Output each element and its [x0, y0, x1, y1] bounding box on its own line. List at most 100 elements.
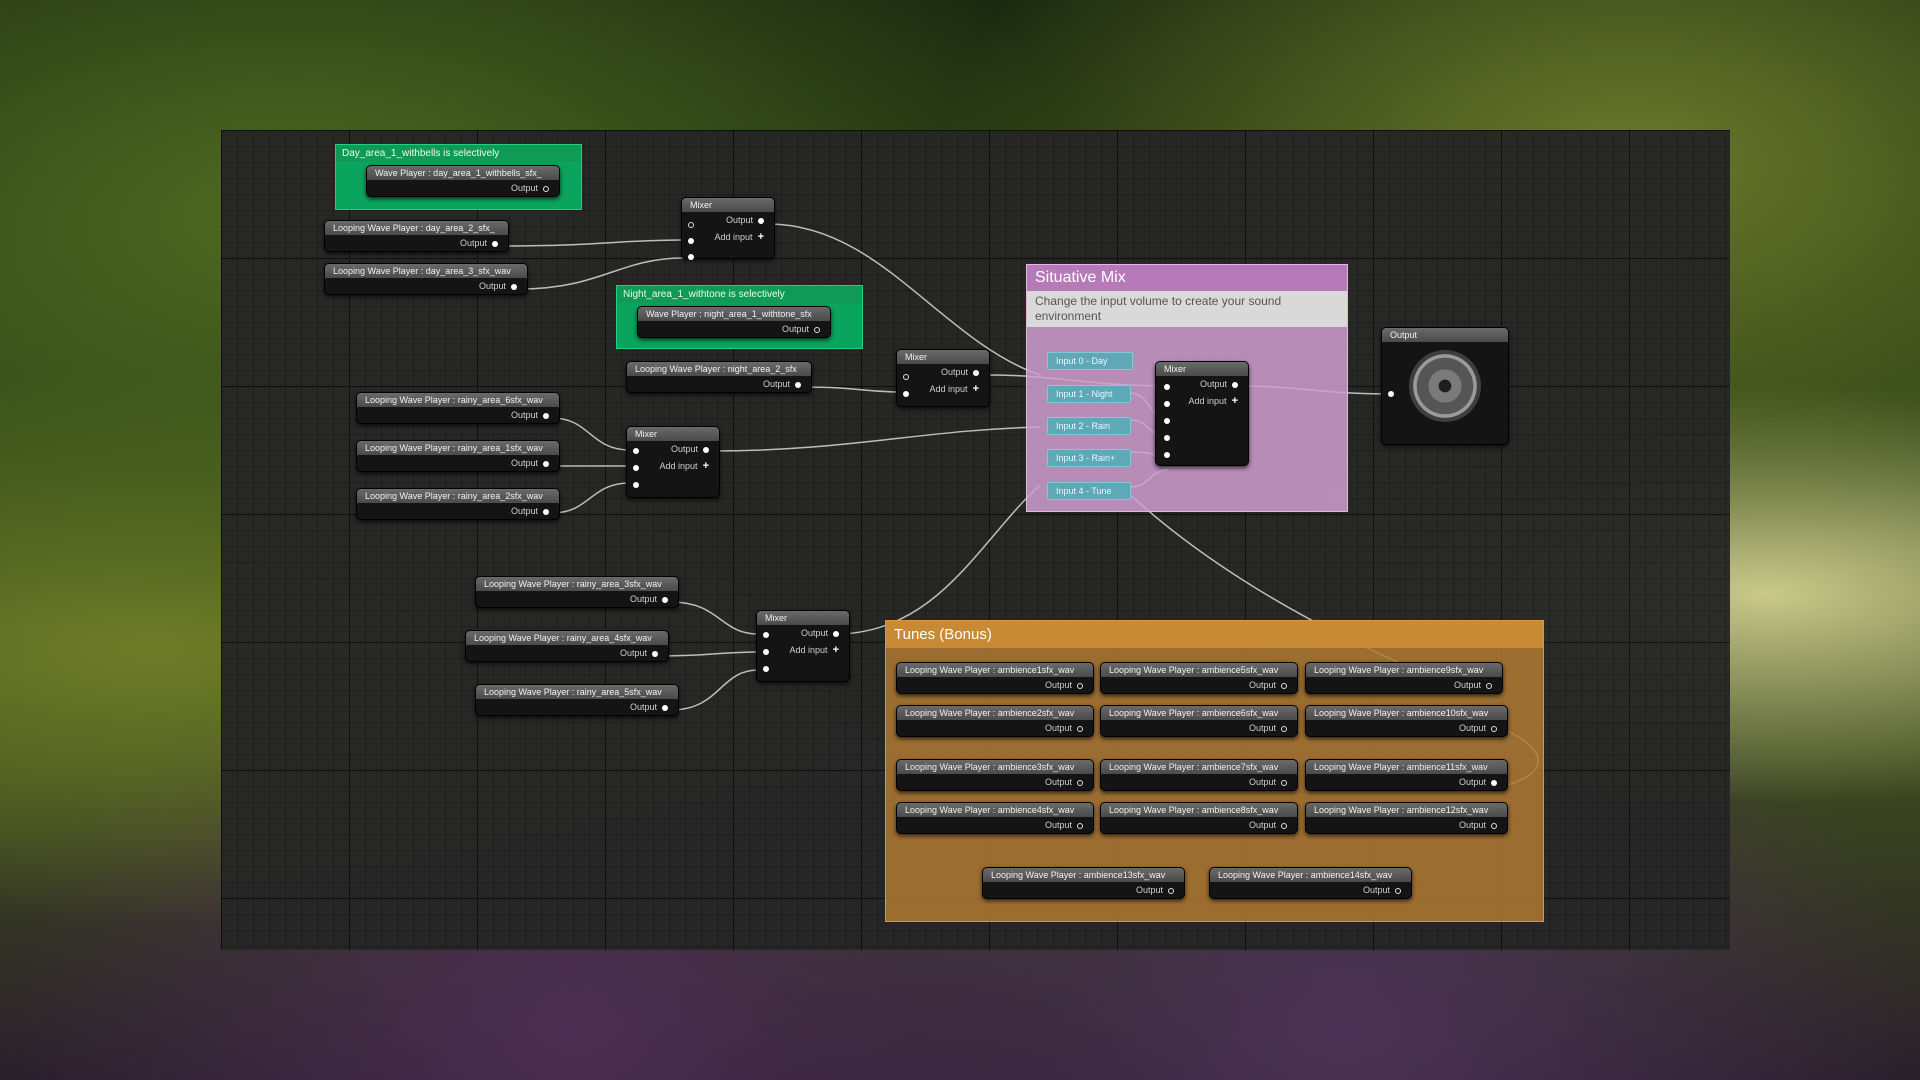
- output-pin[interactable]: [543, 509, 549, 515]
- output-pin[interactable]: [1491, 780, 1497, 786]
- output-pin[interactable]: [543, 461, 549, 467]
- input-day-node[interactable]: Input 0 - Day: [1047, 352, 1133, 370]
- input-pin[interactable]: [1164, 384, 1170, 390]
- ambience-7-node[interactable]: Looping Wave Player : ambience7sfx_wav O…: [1100, 759, 1298, 791]
- input-pin[interactable]: [688, 254, 694, 260]
- output-pin[interactable]: [795, 382, 801, 388]
- ambience-8-node[interactable]: Looping Wave Player : ambience8sfx_wav O…: [1100, 802, 1298, 834]
- output-pin[interactable]: [1491, 726, 1497, 732]
- ambience-9-node[interactable]: Looping Wave Player : ambience9sfx_wav O…: [1305, 662, 1503, 694]
- add-input-label[interactable]: Add input: [715, 232, 753, 242]
- output-pin[interactable]: [1077, 726, 1083, 732]
- output-pin[interactable]: [492, 241, 498, 247]
- plus-icon[interactable]: +: [973, 383, 979, 395]
- ambience-13-node[interactable]: Looping Wave Player : ambience13sfx_wav …: [982, 867, 1185, 899]
- output-pin[interactable]: [1281, 683, 1287, 689]
- ambience-2-node[interactable]: Looping Wave Player : ambience2sfx_wav O…: [896, 705, 1094, 737]
- speaker-icon: [1409, 350, 1481, 422]
- rainy-area-3-node[interactable]: Looping Wave Player : rainy_area_3sfx_wa…: [475, 576, 679, 608]
- output-pin[interactable]: [1232, 382, 1238, 388]
- plus-icon[interactable]: +: [703, 460, 709, 472]
- node-title: Looping Wave Player : ambience6sfx_wav: [1101, 706, 1297, 720]
- input-rain-plus-node[interactable]: Input 3 - Rain+: [1047, 449, 1131, 467]
- ambience-3-node[interactable]: Looping Wave Player : ambience3sfx_wav O…: [896, 759, 1094, 791]
- node-title: Looping Wave Player : ambience7sfx_wav: [1101, 760, 1297, 774]
- output-pin[interactable]: [662, 705, 668, 711]
- output-pin[interactable]: [511, 284, 517, 290]
- ambience-1-node[interactable]: Looping Wave Player : ambience1sfx_wav O…: [896, 662, 1094, 694]
- add-input-label[interactable]: Add input: [1189, 396, 1227, 406]
- rainy-area-6-node[interactable]: Looping Wave Player : rainy_area_6sfx_wa…: [356, 392, 560, 424]
- input-tune-node[interactable]: Input 4 - Tune: [1047, 482, 1131, 500]
- add-input-label[interactable]: Add input: [930, 384, 968, 394]
- output-pin[interactable]: [1077, 780, 1083, 786]
- ambience-11-node[interactable]: Looping Wave Player : ambience11sfx_wav …: [1305, 759, 1508, 791]
- mixer-node-rain-plus[interactable]: Mixer Output Add input+: [756, 610, 850, 682]
- output-label: Output: [671, 444, 698, 454]
- plus-icon[interactable]: +: [758, 231, 764, 243]
- output-pin[interactable]: [814, 327, 820, 333]
- output-pin[interactable]: [1168, 888, 1174, 894]
- output-pin[interactable]: [1395, 888, 1401, 894]
- output-pin[interactable]: [543, 186, 549, 192]
- night-area-2-node[interactable]: Looping Wave Player : night_area_2_sfx O…: [626, 361, 812, 393]
- input-pin[interactable]: [1164, 418, 1170, 424]
- input-pin[interactable]: [763, 649, 769, 655]
- input-pin[interactable]: [1164, 435, 1170, 441]
- input-pin[interactable]: [633, 448, 639, 454]
- node-title: Looping Wave Player : rainy_area_3sfx_wa…: [476, 577, 678, 591]
- output-pin[interactable]: [1281, 780, 1287, 786]
- night-wave-player-node[interactable]: Wave Player : night_area_1_withtone_sfx …: [637, 306, 831, 338]
- mixer-node-night[interactable]: Mixer Output Add input+: [896, 349, 990, 407]
- output-pin[interactable]: [833, 631, 839, 637]
- ambience-6-node[interactable]: Looping Wave Player : ambience6sfx_wav O…: [1100, 705, 1298, 737]
- mixer-node-rain[interactable]: Mixer Output Add input+: [626, 426, 720, 498]
- rainy-area-5-node[interactable]: Looping Wave Player : rainy_area_5sfx_wa…: [475, 684, 679, 716]
- node-title: Looping Wave Player : ambience9sfx_wav: [1306, 663, 1502, 677]
- output-pin[interactable]: [758, 218, 764, 224]
- output-pin[interactable]: [662, 597, 668, 603]
- input-rain-node[interactable]: Input 2 - Rain: [1047, 417, 1131, 435]
- input-pin[interactable]: [688, 238, 694, 244]
- output-pin[interactable]: [973, 370, 979, 376]
- input-pin[interactable]: [763, 632, 769, 638]
- input-pin[interactable]: [903, 374, 909, 380]
- input-pin[interactable]: [903, 391, 909, 397]
- node-title: Looping Wave Player : rainy_area_4sfx_wa…: [466, 631, 668, 645]
- ambience-14-node[interactable]: Looping Wave Player : ambience14sfx_wav …: [1209, 867, 1412, 899]
- input-night-node[interactable]: Input 1 - Night: [1047, 385, 1131, 403]
- day-area-2-node[interactable]: Looping Wave Player : day_area_2_sfx_ Ou…: [324, 220, 509, 252]
- rainy-area-2-node[interactable]: Looping Wave Player : rainy_area_2sfx_wa…: [356, 488, 560, 520]
- plus-icon[interactable]: +: [1232, 395, 1238, 407]
- output-pin[interactable]: [543, 413, 549, 419]
- ambience-4-node[interactable]: Looping Wave Player : ambience4sfx_wav O…: [896, 802, 1094, 834]
- output-pin[interactable]: [703, 447, 709, 453]
- rainy-area-4-node[interactable]: Looping Wave Player : rainy_area_4sfx_wa…: [465, 630, 669, 662]
- mixer-node-main[interactable]: Mixer Output Add input+: [1155, 361, 1249, 466]
- ambience-5-node[interactable]: Looping Wave Player : ambience5sfx_wav O…: [1100, 662, 1298, 694]
- output-pin[interactable]: [652, 651, 658, 657]
- output-pin[interactable]: [1281, 823, 1287, 829]
- output-node[interactable]: Output: [1381, 327, 1509, 445]
- add-input-label[interactable]: Add input: [790, 645, 828, 655]
- output-pin[interactable]: [1281, 726, 1287, 732]
- input-pin[interactable]: [688, 222, 694, 228]
- output-pin[interactable]: [1491, 823, 1497, 829]
- day-area-3-node[interactable]: Looping Wave Player : day_area_3_sfx_wav…: [324, 263, 528, 295]
- rainy-area-1-node[interactable]: Looping Wave Player : rainy_area_1sfx_wa…: [356, 440, 560, 472]
- ambience-10-node[interactable]: Looping Wave Player : ambience10sfx_wav …: [1305, 705, 1508, 737]
- input-pin[interactable]: [1388, 391, 1394, 397]
- plus-icon[interactable]: +: [833, 644, 839, 656]
- output-pin[interactable]: [1077, 683, 1083, 689]
- ambience-12-node[interactable]: Looping Wave Player : ambience12sfx_wav …: [1305, 802, 1508, 834]
- input-pin[interactable]: [633, 482, 639, 488]
- mixer-node-day[interactable]: Mixer Output Add input+: [681, 197, 775, 259]
- input-pin[interactable]: [633, 465, 639, 471]
- output-pin[interactable]: [1486, 683, 1492, 689]
- day-wave-player-node[interactable]: Wave Player : day_area_1_withbells_sfx_ …: [366, 165, 560, 197]
- input-pin[interactable]: [763, 666, 769, 672]
- input-pin[interactable]: [1164, 401, 1170, 407]
- input-pin[interactable]: [1164, 452, 1170, 458]
- add-input-label[interactable]: Add input: [660, 461, 698, 471]
- output-pin[interactable]: [1077, 823, 1083, 829]
